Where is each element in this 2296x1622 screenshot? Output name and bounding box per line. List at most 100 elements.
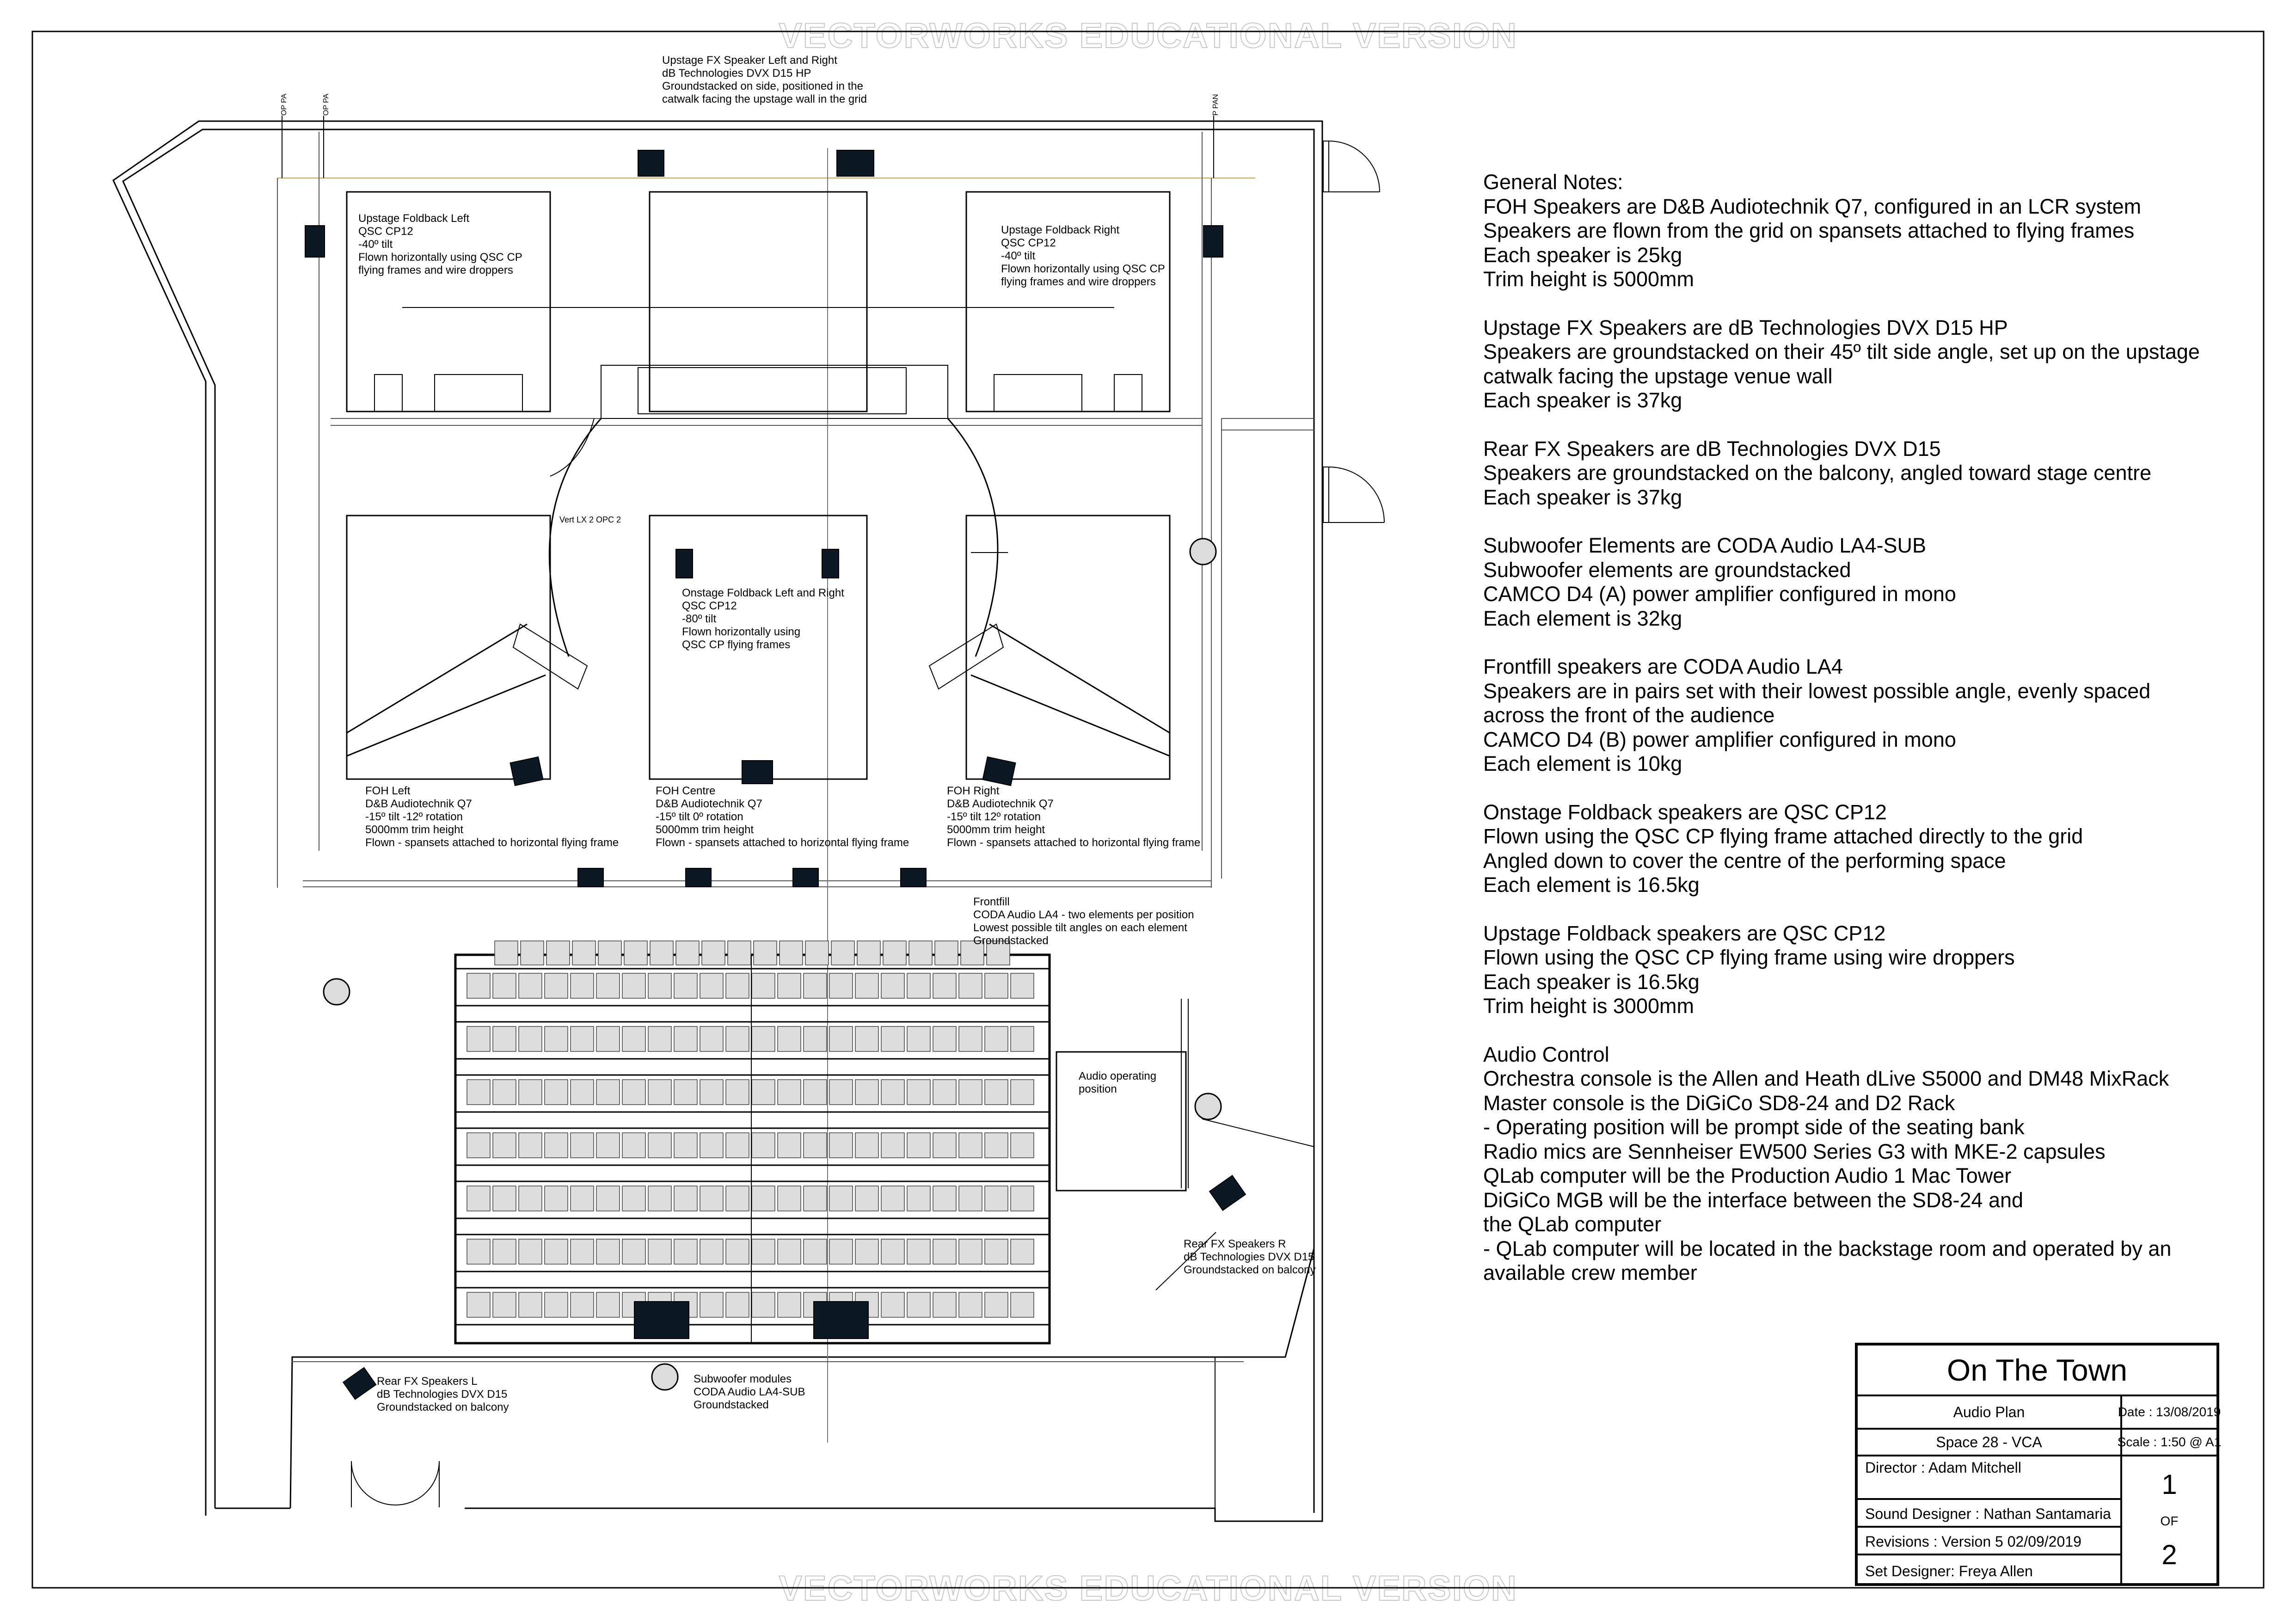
seat bbox=[518, 1079, 542, 1105]
seat bbox=[907, 1132, 931, 1158]
seat bbox=[624, 940, 648, 965]
notes-line: Each speaker is 16.5kg bbox=[1483, 970, 1700, 994]
notes-line: CAMCO D4 (B) power amplifier configured … bbox=[1483, 727, 1956, 751]
seat bbox=[805, 940, 829, 965]
seat bbox=[700, 1132, 724, 1158]
show-title: On The Town bbox=[1857, 1345, 2217, 1395]
rear-fx-speaker-r bbox=[1209, 1174, 1246, 1211]
notes-line: DiGiCo MGB will be the interface between… bbox=[1483, 1188, 2024, 1212]
seat bbox=[933, 1132, 957, 1158]
seat bbox=[701, 940, 725, 965]
notes-line: Flown using the QSC CP flying frame usin… bbox=[1483, 946, 2015, 969]
seat bbox=[958, 1186, 982, 1211]
sheet-number: 1 bbox=[2161, 1469, 2177, 1500]
seat bbox=[829, 1186, 853, 1211]
subwoofer-left bbox=[634, 1301, 689, 1339]
seat bbox=[725, 1132, 749, 1158]
notes-line: Angled down to cover the centre of the p… bbox=[1483, 848, 2006, 872]
notes-line: CAMCO D4 (A) power amplifier configured … bbox=[1483, 582, 1956, 606]
seat bbox=[958, 1132, 982, 1158]
label-p-pan: P PAN bbox=[1212, 94, 1220, 116]
seat bbox=[622, 1239, 646, 1265]
foh-centre-speaker bbox=[742, 760, 773, 784]
callout-upstage-fb-right-line: flying frames and wire droppers bbox=[1001, 276, 1156, 288]
seat bbox=[855, 973, 879, 999]
seat bbox=[753, 940, 777, 965]
seat bbox=[958, 1239, 982, 1265]
seat bbox=[984, 1026, 1008, 1052]
callout-foh-right-line: FOH Right bbox=[947, 785, 1000, 797]
upstage-foldback-right bbox=[1203, 225, 1223, 258]
seat bbox=[1010, 1292, 1034, 1318]
sheet-border bbox=[31, 31, 2265, 1589]
seat bbox=[700, 1239, 724, 1265]
callout-upstage-fb-left-line: Upstage Foldback Left bbox=[358, 212, 469, 225]
notes-line: Audio Control bbox=[1483, 1042, 1609, 1066]
seat bbox=[622, 1132, 646, 1158]
callout-upstage-fb-right-line: QSC CP12 bbox=[1001, 237, 1056, 249]
seat bbox=[544, 973, 568, 999]
director-field: Director : Adam Mitchell bbox=[1857, 1456, 2121, 1499]
seat bbox=[855, 1186, 879, 1211]
notes-line: catwalk facing the upstage venue wall bbox=[1483, 364, 1833, 388]
callout-onstage-fb-line: Onstage Foldback Left and Right bbox=[682, 587, 844, 599]
seat bbox=[674, 1026, 698, 1052]
seat bbox=[751, 1079, 775, 1105]
notes-line: Upstage Foldback speakers are QSC CP12 bbox=[1483, 921, 1886, 945]
callout-foh-left-line: 5000mm trim height bbox=[365, 823, 463, 836]
seat bbox=[650, 940, 674, 965]
seat bbox=[492, 1186, 516, 1211]
seat bbox=[881, 973, 905, 999]
seat bbox=[958, 973, 982, 999]
seat bbox=[674, 973, 698, 999]
notes-section: General Notes:FOH Speakers are D&B Audio… bbox=[1483, 170, 2232, 292]
seat bbox=[831, 940, 855, 965]
notes-line: QLab computer will be the Production Aud… bbox=[1483, 1164, 2012, 1187]
seat bbox=[751, 973, 775, 999]
callout-upstage-fb-left-line: QSC CP12 bbox=[358, 225, 413, 238]
seat bbox=[1010, 1079, 1034, 1105]
set-designer-field: Set Designer: Freya Allen bbox=[1857, 1554, 2121, 1584]
seat bbox=[622, 1079, 646, 1105]
seat bbox=[648, 1026, 672, 1052]
seat bbox=[570, 1239, 594, 1265]
foh-right-speaker bbox=[982, 756, 1016, 786]
sheet-number-box bbox=[2121, 1456, 2217, 1584]
venue-field: Space 28 - VCA bbox=[1857, 1429, 2121, 1456]
seat bbox=[725, 1239, 749, 1265]
seat bbox=[751, 1186, 775, 1211]
seat bbox=[777, 1026, 801, 1052]
seat bbox=[934, 940, 958, 965]
callout-upstage-fb-left-line: -40º tilt bbox=[358, 238, 393, 251]
seat bbox=[907, 1186, 931, 1211]
callout-onstage-fb-line: Flown horizontally using bbox=[682, 626, 800, 638]
seat bbox=[855, 1132, 879, 1158]
seat bbox=[596, 973, 620, 999]
seat bbox=[855, 1079, 879, 1105]
seat bbox=[544, 1292, 568, 1318]
callout-onstage-fb-line: QSC CP flying frames bbox=[682, 639, 790, 651]
seat bbox=[675, 940, 700, 965]
seat bbox=[725, 1079, 749, 1105]
frontfill-4 bbox=[900, 868, 927, 887]
seat bbox=[596, 1239, 620, 1265]
notes-line: Trim height is 5000mm bbox=[1483, 267, 1694, 291]
seat bbox=[777, 1132, 801, 1158]
seat bbox=[467, 973, 491, 999]
seat bbox=[881, 1292, 905, 1318]
seat bbox=[907, 1292, 931, 1318]
notes-line: Subwoofer Elements are CODA Audio LA4-SU… bbox=[1483, 534, 1926, 557]
callout-foh-right-line: D&B Audiotechnik Q7 bbox=[947, 798, 1054, 810]
seat bbox=[960, 940, 984, 965]
notes-line: Speakers are flown from the grid on span… bbox=[1483, 219, 2135, 242]
seat bbox=[777, 973, 801, 999]
seat bbox=[467, 1079, 491, 1105]
callout-foh-left-line: FOH Left bbox=[365, 785, 411, 797]
venue-wall bbox=[112, 120, 1323, 1522]
notes-line: Flown using the QSC CP flying frame atta… bbox=[1483, 824, 2083, 848]
seat bbox=[727, 940, 751, 965]
notes-line: Each speaker is 25kg bbox=[1483, 243, 1682, 267]
callout-foh-right-line: Flown - spansets attached to horizontal … bbox=[947, 836, 1200, 849]
